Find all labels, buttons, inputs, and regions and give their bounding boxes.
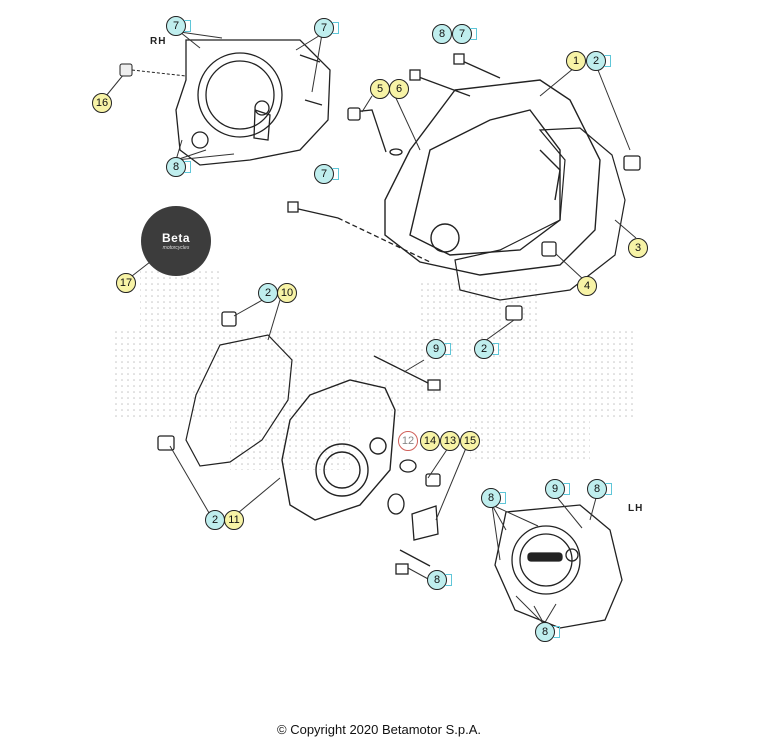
callout-number: 14 bbox=[423, 435, 437, 447]
callout-2[interactable]: 2 bbox=[205, 510, 225, 530]
callout-8[interactable]: 8 bbox=[166, 157, 191, 177]
rh-leader-lines bbox=[105, 31, 323, 161]
callout-number: 8 bbox=[433, 574, 441, 586]
plug-16 bbox=[119, 63, 187, 77]
callout-2[interactable]: 2 bbox=[586, 51, 611, 71]
callout-number: 8 bbox=[172, 161, 180, 173]
copyright-notice: © Copyright 2020 Betamotor S.p.A. bbox=[277, 722, 481, 737]
callout-8[interactable]: 8 bbox=[432, 24, 452, 44]
callout-16[interactable]: 16 bbox=[92, 93, 112, 113]
clutch-gasket-drawing bbox=[454, 127, 626, 301]
callout-2[interactable]: 2 bbox=[474, 339, 499, 359]
callout-6[interactable]: 6 bbox=[389, 79, 409, 99]
callout-number: 12 bbox=[401, 435, 415, 447]
callout-number: 6 bbox=[395, 83, 403, 95]
callout-number: 11 bbox=[228, 514, 240, 526]
callout-8[interactable]: 8 bbox=[535, 622, 560, 642]
callout-7[interactable]: 7 bbox=[314, 18, 339, 38]
callout-number: 15 bbox=[463, 435, 477, 447]
rh-side-label: RH bbox=[150, 36, 167, 47]
lh-side-label: LH bbox=[628, 503, 644, 514]
callout-13[interactable]: 13 bbox=[440, 431, 460, 451]
callout-number: 7 bbox=[172, 20, 180, 32]
callout-number: 13 bbox=[443, 435, 457, 447]
callout-number: 8 bbox=[487, 492, 495, 504]
callout-3[interactable]: 3 bbox=[628, 238, 648, 258]
callout-number: 4 bbox=[583, 280, 591, 292]
lh-cover-drawing bbox=[494, 504, 623, 629]
callout-8[interactable]: 8 bbox=[427, 570, 452, 590]
ignition-leader-lines bbox=[169, 297, 515, 581]
lh-leader-lines bbox=[491, 495, 597, 625]
callout-number: 2 bbox=[592, 55, 600, 67]
callout-number: 9 bbox=[551, 483, 559, 495]
callout-15[interactable]: 15 bbox=[460, 431, 480, 451]
callout-number: 16 bbox=[95, 97, 109, 109]
callout-number: 8 bbox=[541, 626, 549, 638]
callout-4[interactable]: 4 bbox=[577, 276, 597, 296]
callout-7[interactable]: 7 bbox=[314, 164, 339, 184]
callout-number: 9 bbox=[432, 343, 440, 355]
callout-2[interactable]: 2 bbox=[258, 283, 278, 303]
callout-8[interactable]: 8 bbox=[481, 488, 506, 508]
callout-8[interactable]: 8 bbox=[587, 479, 612, 499]
callout-number: 1 bbox=[572, 55, 580, 67]
callout-number: 7 bbox=[320, 22, 328, 34]
callout-17[interactable]: 17 bbox=[116, 273, 136, 293]
callout-7[interactable]: 7 bbox=[166, 16, 191, 36]
ignition-parts bbox=[157, 305, 523, 575]
callout-9[interactable]: 9 bbox=[426, 339, 451, 359]
rh-cover-drawing bbox=[175, 39, 331, 166]
clutch-leader-lines bbox=[361, 67, 637, 281]
logo-disc-leader bbox=[131, 261, 151, 277]
callout-number: 2 bbox=[480, 343, 488, 355]
callout-number: 2 bbox=[264, 287, 272, 299]
callout-number: 3 bbox=[634, 242, 642, 254]
callout-number: 8 bbox=[593, 483, 601, 495]
watermark bbox=[115, 270, 635, 470]
callout-number: 17 bbox=[119, 277, 133, 289]
callout-12[interactable]: 12 bbox=[398, 431, 418, 451]
clutch-bolts bbox=[287, 53, 641, 263]
callout-number: 2 bbox=[211, 514, 219, 526]
callout-number: 10 bbox=[280, 287, 294, 299]
callout-14[interactable]: 14 bbox=[420, 431, 440, 451]
logo-brand-text: Beta bbox=[161, 231, 190, 245]
callout-number: 7 bbox=[458, 28, 466, 40]
beta-logo-disc: Beta motorcycles bbox=[141, 206, 211, 276]
logo-subtitle-text: motorcycles bbox=[162, 245, 190, 251]
callout-number: 5 bbox=[376, 83, 384, 95]
callout-10[interactable]: 10 bbox=[277, 283, 297, 303]
callout-7[interactable]: 7 bbox=[452, 24, 477, 44]
callout-9[interactable]: 9 bbox=[545, 479, 570, 499]
callout-5[interactable]: 5 bbox=[370, 79, 390, 99]
ignition-gasket-drawing bbox=[185, 334, 293, 467]
callout-number: 8 bbox=[438, 28, 446, 40]
callout-number: 7 bbox=[320, 168, 328, 180]
ignition-cover-drawing bbox=[281, 379, 396, 521]
callout-1[interactable]: 1 bbox=[566, 51, 586, 71]
clutch-cover-drawing bbox=[384, 79, 601, 276]
callout-11[interactable]: 11 bbox=[224, 510, 244, 530]
